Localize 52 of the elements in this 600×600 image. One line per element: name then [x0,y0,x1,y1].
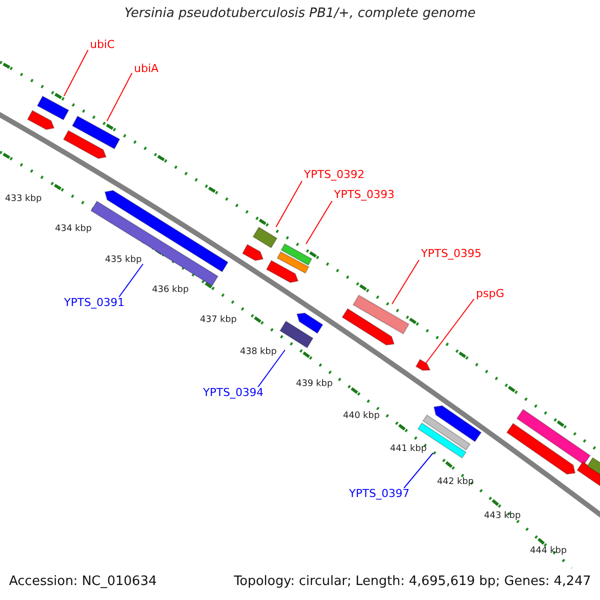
title: Yersinia pseudotuberculosis PB1/+, complete genome [123,6,477,22]
leader-line [118,264,144,298]
scale-label: 433 kbp [5,194,42,205]
gene-feature [266,260,299,284]
accession-text: Accession: NC_010634 [9,574,157,590]
leader-line [106,72,132,122]
scale-label: 438 kbp [240,347,277,358]
gene-label: YPTS_0395 [421,247,482,260]
gene-feature [276,251,310,274]
leader-line [276,180,302,228]
scale-label: 443 kbp [484,511,521,522]
scale-label: 439 kbp [296,379,333,390]
gene-feature [342,308,395,346]
gene-label: YPTS_0394 [203,386,264,400]
gene-feature [242,244,264,262]
gene-feature [72,116,120,150]
scale-label: 441 kbp [390,444,427,455]
leader-line [426,298,474,364]
gene-feature [516,408,591,466]
scale-label: 435 kbp [105,255,142,266]
scale-label: 434 kbp [55,224,92,235]
leader-line [392,260,420,304]
gene-feature [433,405,482,442]
gene-label: YPTS_0393 [334,188,395,202]
gene-feature [415,358,431,371]
leader-line [306,200,332,244]
leader-line [404,452,434,488]
gene-feature [36,96,70,120]
gene-label: ubiC [90,38,115,52]
scale-label: 437 kbp [200,315,237,326]
gene-label: YPTS_0391 [64,296,125,310]
gene-feature [279,320,314,348]
gene-feature [104,190,229,272]
gene-feature [90,200,219,286]
leader-line [64,50,88,96]
gene-feature [62,130,107,160]
scale-label: 436 kbp [152,285,189,296]
gene-feature [280,243,312,266]
scale-label: 444 kbp [530,546,567,557]
gene-feature [352,294,410,334]
gene-feature [296,312,324,334]
leader-line [258,350,286,388]
gene-feature [252,226,278,248]
gene-label: ubiA [134,62,159,76]
scale-label: 442 kbp [437,477,474,488]
gene-feature [506,422,576,475]
gene-label: pspG [476,287,504,300]
gene-label: YPTS_0392 [304,168,365,182]
gene-feature [26,110,55,130]
scale-label: 440 kbp [343,411,380,422]
gene-label: YPTS_0397 [349,487,410,500]
genome-info-text: Topology: circular; Length: 4,695,619 bp; Genes: 4,247 [234,574,591,590]
